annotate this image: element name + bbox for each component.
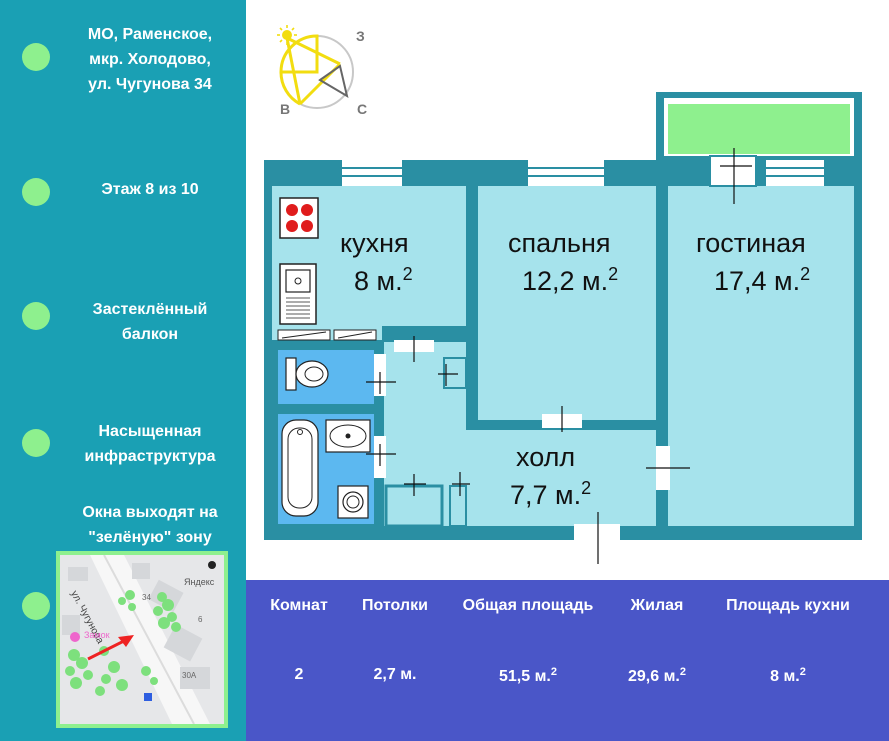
stat-ceiling-value: 2,7 м.	[373, 666, 417, 683]
stats-panel: Комнат Потолки Общая площадь Жилая Площа…	[246, 580, 889, 741]
location-map[interactable]: ул. Чугунова Яндекс Замок 34 30А 6	[56, 551, 228, 728]
stat-rooms-label: Комнат	[270, 597, 328, 614]
compass-west-label: З	[356, 28, 365, 44]
living-room	[668, 186, 854, 526]
feature-infrastructure: Насыщенная инфраструктура	[84, 423, 216, 465]
info-sidebar: МО, Раменское, мкр. Холодово, ул. Чугуно…	[0, 0, 246, 741]
closet	[449, 485, 467, 527]
bedroom-room	[478, 186, 656, 420]
hall-room	[466, 430, 656, 526]
bullet-dot	[22, 302, 50, 330]
washbasin-icon	[325, 419, 371, 453]
bullet-dot	[22, 178, 50, 206]
floor-plan	[264, 25, 862, 564]
map-poi-label: Замок	[84, 630, 110, 640]
door-swing-marks	[366, 148, 752, 564]
living-name: гостиная	[696, 228, 806, 258]
compass-south-label: С	[357, 101, 368, 117]
bullet-dot	[22, 429, 50, 457]
balcony-door-icon	[709, 155, 757, 187]
sink-icon	[279, 263, 317, 325]
stat-total-area-value: 51,5 м.2	[499, 666, 557, 685]
entrance-door-icon	[574, 524, 620, 542]
hall-name: холл	[516, 442, 576, 472]
stat-kitchen-area-value: 8 м.2	[770, 666, 806, 685]
map-brand-label: Яндекс	[184, 577, 215, 587]
compass-icon	[277, 25, 354, 109]
bathtub-icon	[281, 419, 319, 517]
stat-ceiling-label: Потолки	[362, 597, 428, 614]
feature-address: МО, Раменское, мкр. Холодово, ул. Чугуно…	[87, 26, 213, 93]
feature-green-zone: Окна выходят на "зелёную" зону	[82, 504, 218, 546]
hall-area: 7,7 м.2	[510, 478, 592, 510]
bullet-dot	[22, 592, 50, 620]
feature-floor: Этаж 8 из 10	[101, 181, 199, 198]
map-house-number: 30А	[182, 671, 197, 680]
stat-living-area-label: Жилая	[630, 597, 684, 614]
stat-living-area-value: 29,6 м.2	[628, 666, 686, 685]
washing-machine-icon	[337, 485, 369, 519]
living-area: 17,4 м.2	[714, 264, 811, 296]
compass-east-label: В	[280, 101, 291, 117]
window-icon	[342, 160, 402, 186]
map-drawing	[60, 555, 224, 724]
window-icon	[528, 160, 604, 186]
stat-rooms-value: 2	[294, 666, 304, 683]
map-house-number: 34	[142, 593, 151, 602]
kitchen-name: кухня	[340, 228, 409, 258]
balcony	[668, 104, 850, 154]
window-icon	[766, 160, 824, 186]
map-house-number: 6	[198, 615, 203, 624]
bedroom-name: спальня	[508, 228, 611, 258]
closet	[443, 357, 467, 389]
toilet-icon	[285, 357, 329, 391]
stat-kitchen-area-label: Площадь кухни	[726, 597, 850, 614]
feature-balcony: Застеклённый балкон	[92, 301, 208, 343]
bedroom-area: 12,2 м.2	[522, 264, 619, 296]
stove-icon	[279, 197, 319, 239]
bullet-dot	[22, 43, 50, 71]
stat-total-area-label: Общая площадь	[462, 597, 594, 614]
kitchen-area: 8 м.2	[354, 264, 413, 296]
